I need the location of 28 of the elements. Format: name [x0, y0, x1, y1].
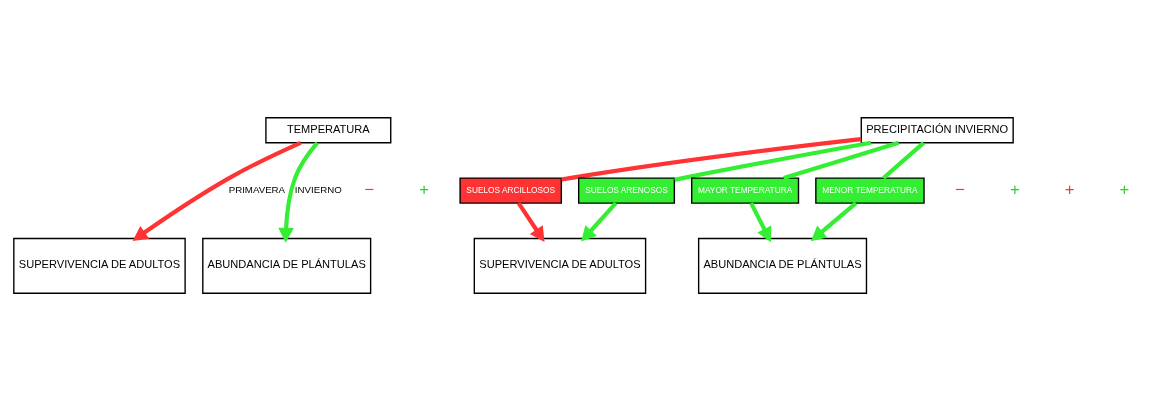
label: + [1119, 179, 1130, 199]
label: − [364, 179, 375, 199]
edge-label: INVIERNO [294, 184, 342, 196]
arrow [278, 141, 319, 243]
node-box: PRECIPITACIÓN INVIERNO [860, 117, 1014, 144]
connector [561, 137, 862, 182]
label: − [955, 179, 965, 199]
node-box: SUELOS ARENOSOS [577, 177, 676, 204]
node-box: ABUNDANCIA DE PLÁNTULAS [202, 237, 372, 294]
node-box: SUELOS ARCILLOSOS [459, 177, 563, 204]
node-box: SUPERVIVENCIA DE ADULTOS [473, 237, 647, 294]
arrow [810, 201, 858, 242]
arrow [132, 140, 302, 241]
connector [882, 141, 925, 180]
label: + [419, 179, 429, 199]
arrow [749, 202, 772, 243]
arrow [516, 202, 545, 242]
node-box: ABUNDANCIA DE PLÁNTULAS [697, 237, 868, 294]
arrow [581, 201, 618, 242]
label: + [1010, 179, 1020, 199]
node-box: SUPERVIVENCIA DE ADULTOS [13, 237, 186, 294]
label: + [1064, 179, 1075, 199]
edge-label: PRIMAVERA [228, 184, 286, 196]
connector [674, 140, 872, 182]
node-box: TEMPERATURA [265, 117, 392, 144]
node-box: MENOR TEMPERATURA [815, 177, 925, 204]
connector [783, 140, 900, 181]
node-box: MAYOR TEMPERATURA [691, 177, 800, 204]
